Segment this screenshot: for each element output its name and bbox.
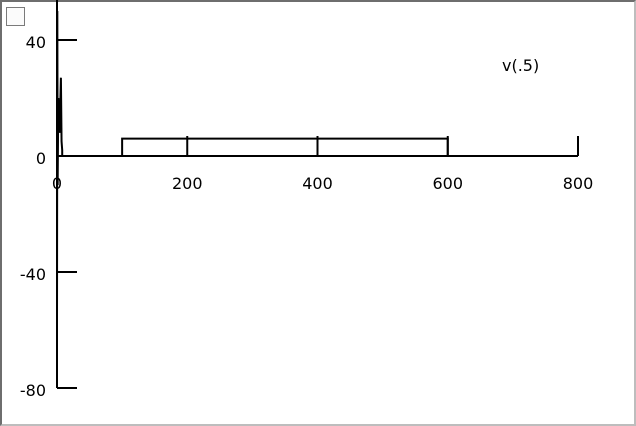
- x-tick-label-2: 400: [302, 174, 333, 193]
- checkbox[interactable]: [6, 7, 25, 26]
- x-tick-label-1: 200: [172, 174, 203, 193]
- x-tick-label-3: 600: [432, 174, 463, 193]
- series-line-0: [56, 10, 578, 325]
- y-tick-label-0: 40: [26, 33, 46, 52]
- axes: [56, 0, 578, 388]
- x-tick-label-4: 800: [563, 174, 594, 193]
- y-tick-label-3: -80: [20, 381, 46, 400]
- marks: [56, 10, 578, 325]
- y-tick-label-2: -40: [20, 265, 46, 284]
- annotation-label: v(.5): [502, 56, 539, 75]
- y-tick-label-1: 0: [36, 149, 46, 168]
